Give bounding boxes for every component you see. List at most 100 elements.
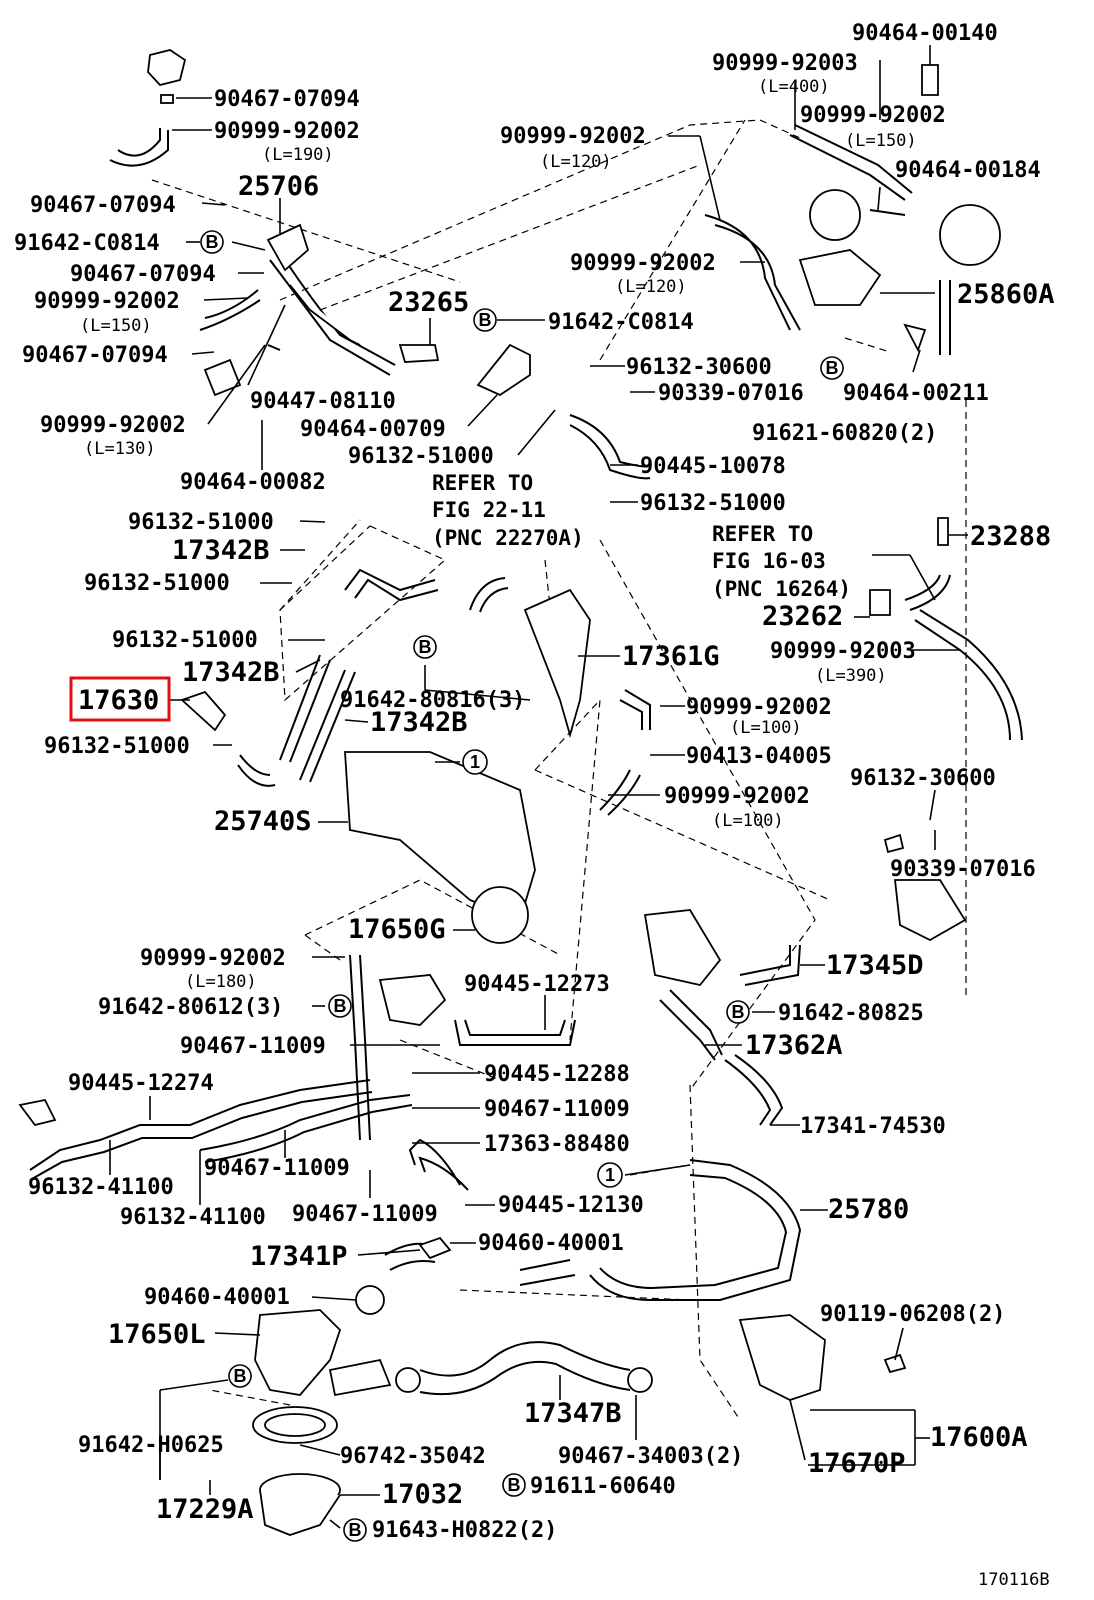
- svg-text:B: B: [419, 637, 432, 657]
- valve-outlet-17650l: [328, 1358, 392, 1397]
- gasket-inner-96742: [264, 1413, 326, 1437]
- part-number-label: 91621-60820(2): [752, 421, 937, 446]
- svg-text:B: B: [334, 996, 347, 1016]
- part-number-label: 96132-51000: [44, 734, 190, 759]
- callout-symbols: B B B B B B B B B 1 1: [200, 230, 844, 1542]
- part-number-label: 90467-11009: [204, 1156, 350, 1181]
- symbol-b: B: [413, 635, 437, 659]
- part-number-label: 96132-51000: [84, 571, 230, 596]
- part-number-label: 91643-H0822(2): [372, 1518, 557, 1543]
- length-label: (L=180): [185, 972, 257, 992]
- part-number-label: 17032: [382, 1479, 463, 1510]
- length-label: (L=100): [730, 718, 802, 738]
- clamp-17347b-left: [395, 1367, 421, 1393]
- part-number-label: 90467-07094: [22, 343, 168, 368]
- part-number-label: 25860A: [957, 279, 1055, 310]
- length-label: (L=130): [84, 439, 156, 459]
- part-number-label: 90999-92002: [686, 695, 832, 720]
- part-number-label: 17229A: [156, 1494, 254, 1525]
- part-number-label: 96132-41100: [28, 1175, 174, 1200]
- symbol-b: B: [200, 230, 224, 254]
- part-labels: 90464-00140 90999-92003 (L=400) 90999-92…: [14, 21, 1055, 1590]
- vsv-connector-top-left: [147, 49, 187, 87]
- part-number-label: 17363-88480: [484, 1132, 630, 1157]
- length-label: (L=150): [845, 131, 917, 151]
- part-number-label: 17342B: [172, 535, 270, 566]
- part-number-label: 90467-07094: [70, 262, 216, 287]
- hoses: [29, 124, 1023, 1396]
- valve-17362a: [643, 909, 722, 987]
- part-number-label: 90999-92002: [34, 289, 180, 314]
- figure-code: 170116B: [978, 1570, 1050, 1590]
- highlight-box-17630: [69, 676, 171, 722]
- part-number-label: 90467-07094: [214, 87, 360, 112]
- reference-note: (PNC 22270A): [432, 526, 584, 550]
- part-number-label: 17341-74530: [800, 1114, 946, 1139]
- reference-note: FIG 22-11: [432, 498, 546, 522]
- length-label: (L=100): [712, 811, 784, 831]
- part-number-label: 91642-80825: [778, 1001, 924, 1026]
- svg-text:B: B: [206, 232, 219, 252]
- part-number-label: 90999-92002: [800, 103, 946, 128]
- symbol-b: B: [228, 1364, 252, 1388]
- part-number-label: 25740S: [214, 806, 312, 837]
- clamp-17341p: [418, 1236, 452, 1260]
- part-number-label: 17362A: [745, 1030, 843, 1061]
- part-number-label: 90447-08110: [250, 389, 396, 414]
- part-number-label: 17670P: [808, 1448, 906, 1479]
- part-number-label: 96132-30600: [850, 766, 996, 791]
- symbol-b: B: [820, 356, 844, 380]
- part-number-label: 25780: [828, 1194, 909, 1225]
- part-number-label: 90999-92003: [770, 639, 916, 664]
- reference-note: REFER TO: [712, 522, 813, 546]
- svg-text:B: B: [479, 310, 492, 330]
- part-number-label: 90464-00211: [843, 381, 989, 406]
- svg-text:B: B: [234, 1366, 247, 1386]
- part-number-label: 17341P: [250, 1241, 348, 1272]
- part-number-label: 90445-12288: [484, 1062, 630, 1087]
- symbol-b: B: [328, 994, 352, 1018]
- symbol-1: 1: [462, 749, 488, 775]
- part-number-label: 91642-80612(3): [98, 995, 283, 1020]
- part-number-label: 90445-10078: [640, 454, 786, 479]
- symbol-1: 1: [597, 1162, 623, 1188]
- bolt-90119: [883, 1353, 907, 1374]
- pipe-17361g: [523, 588, 591, 739]
- part-number-label: 90413-04005: [686, 744, 832, 769]
- part-number-label: 90467-11009: [292, 1202, 438, 1227]
- air-valve-17650l: [254, 1309, 342, 1396]
- svg-text:B: B: [349, 1520, 362, 1540]
- svg-text:B: B: [732, 1002, 745, 1022]
- part-number-label: 96132-41100: [120, 1205, 266, 1230]
- part-number-label: 17345D: [826, 950, 924, 981]
- part-number-label: 96132-30600: [626, 355, 772, 380]
- vsv-bracket-25706: [266, 223, 310, 272]
- length-label: (L=120): [540, 152, 612, 172]
- clip-right-top: [921, 64, 939, 96]
- reference-note: REFER TO: [432, 471, 533, 495]
- part-number-label: 17650L: [108, 1319, 206, 1350]
- part-number-label: 90464-00184: [895, 158, 1041, 183]
- leader-lines: [109, 45, 968, 1529]
- part-number-label: 90999-92002: [140, 946, 286, 971]
- part-number-label: 17342B: [370, 707, 468, 738]
- part-number-label: 91642-H0625: [78, 1433, 224, 1458]
- symbol-b: B: [473, 308, 497, 332]
- part-number-label: 90445-12273: [464, 972, 610, 997]
- part-number-label: 17600A: [930, 1422, 1028, 1453]
- svg-text:B: B: [826, 358, 839, 378]
- part-number-label: 23262: [762, 601, 843, 632]
- bvsv-23265: [398, 344, 440, 363]
- svg-text:B: B: [508, 1475, 521, 1495]
- valve-bracket-center: [476, 343, 531, 397]
- sensor-23262: [869, 589, 891, 616]
- part-number-label: 90445-12130: [498, 1193, 644, 1218]
- vsv-25860a: [798, 249, 882, 306]
- length-label: (L=120): [615, 277, 687, 297]
- cover-right: [893, 879, 967, 942]
- part-number-label: 90999-92002: [40, 413, 186, 438]
- part-number-label: 90999-92002: [214, 119, 360, 144]
- part-number-label: 90339-07016: [658, 381, 804, 406]
- highlighted-part-label: 17630: [78, 685, 159, 716]
